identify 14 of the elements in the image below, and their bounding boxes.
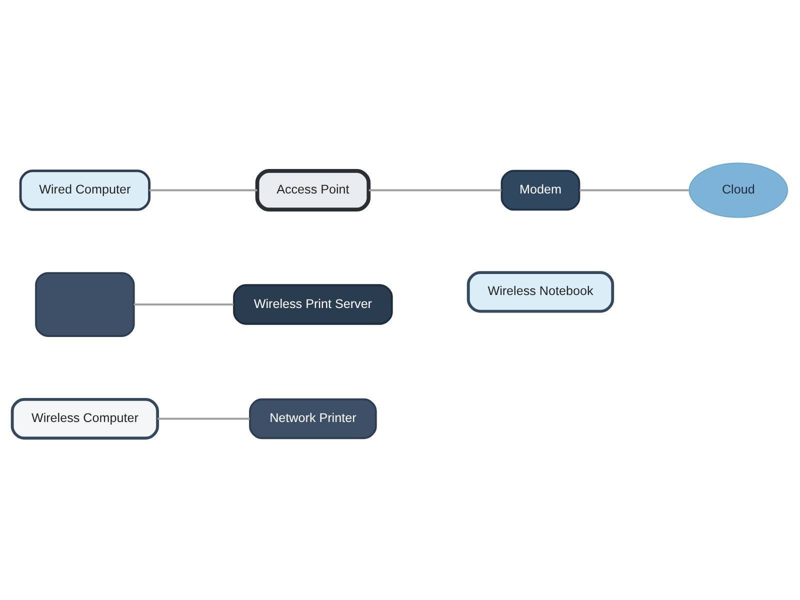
connector [158, 417, 250, 420]
node-ellipse: Cloud [688, 162, 788, 218]
connector [368, 188, 502, 191]
node-box: Wireless Computer [10, 397, 159, 440]
connector [134, 303, 234, 305]
node-box: Access Point [255, 168, 371, 212]
connector [580, 188, 689, 191]
connector [149, 188, 258, 191]
node-box: Wired Computer [19, 169, 151, 210]
node-box: Network Printer [249, 398, 377, 439]
node-box: Modem [500, 169, 580, 210]
node-box: Wireless Print Server [233, 284, 393, 324]
node-box [35, 272, 135, 336]
node-box: Wireless Notebook [466, 270, 614, 312]
